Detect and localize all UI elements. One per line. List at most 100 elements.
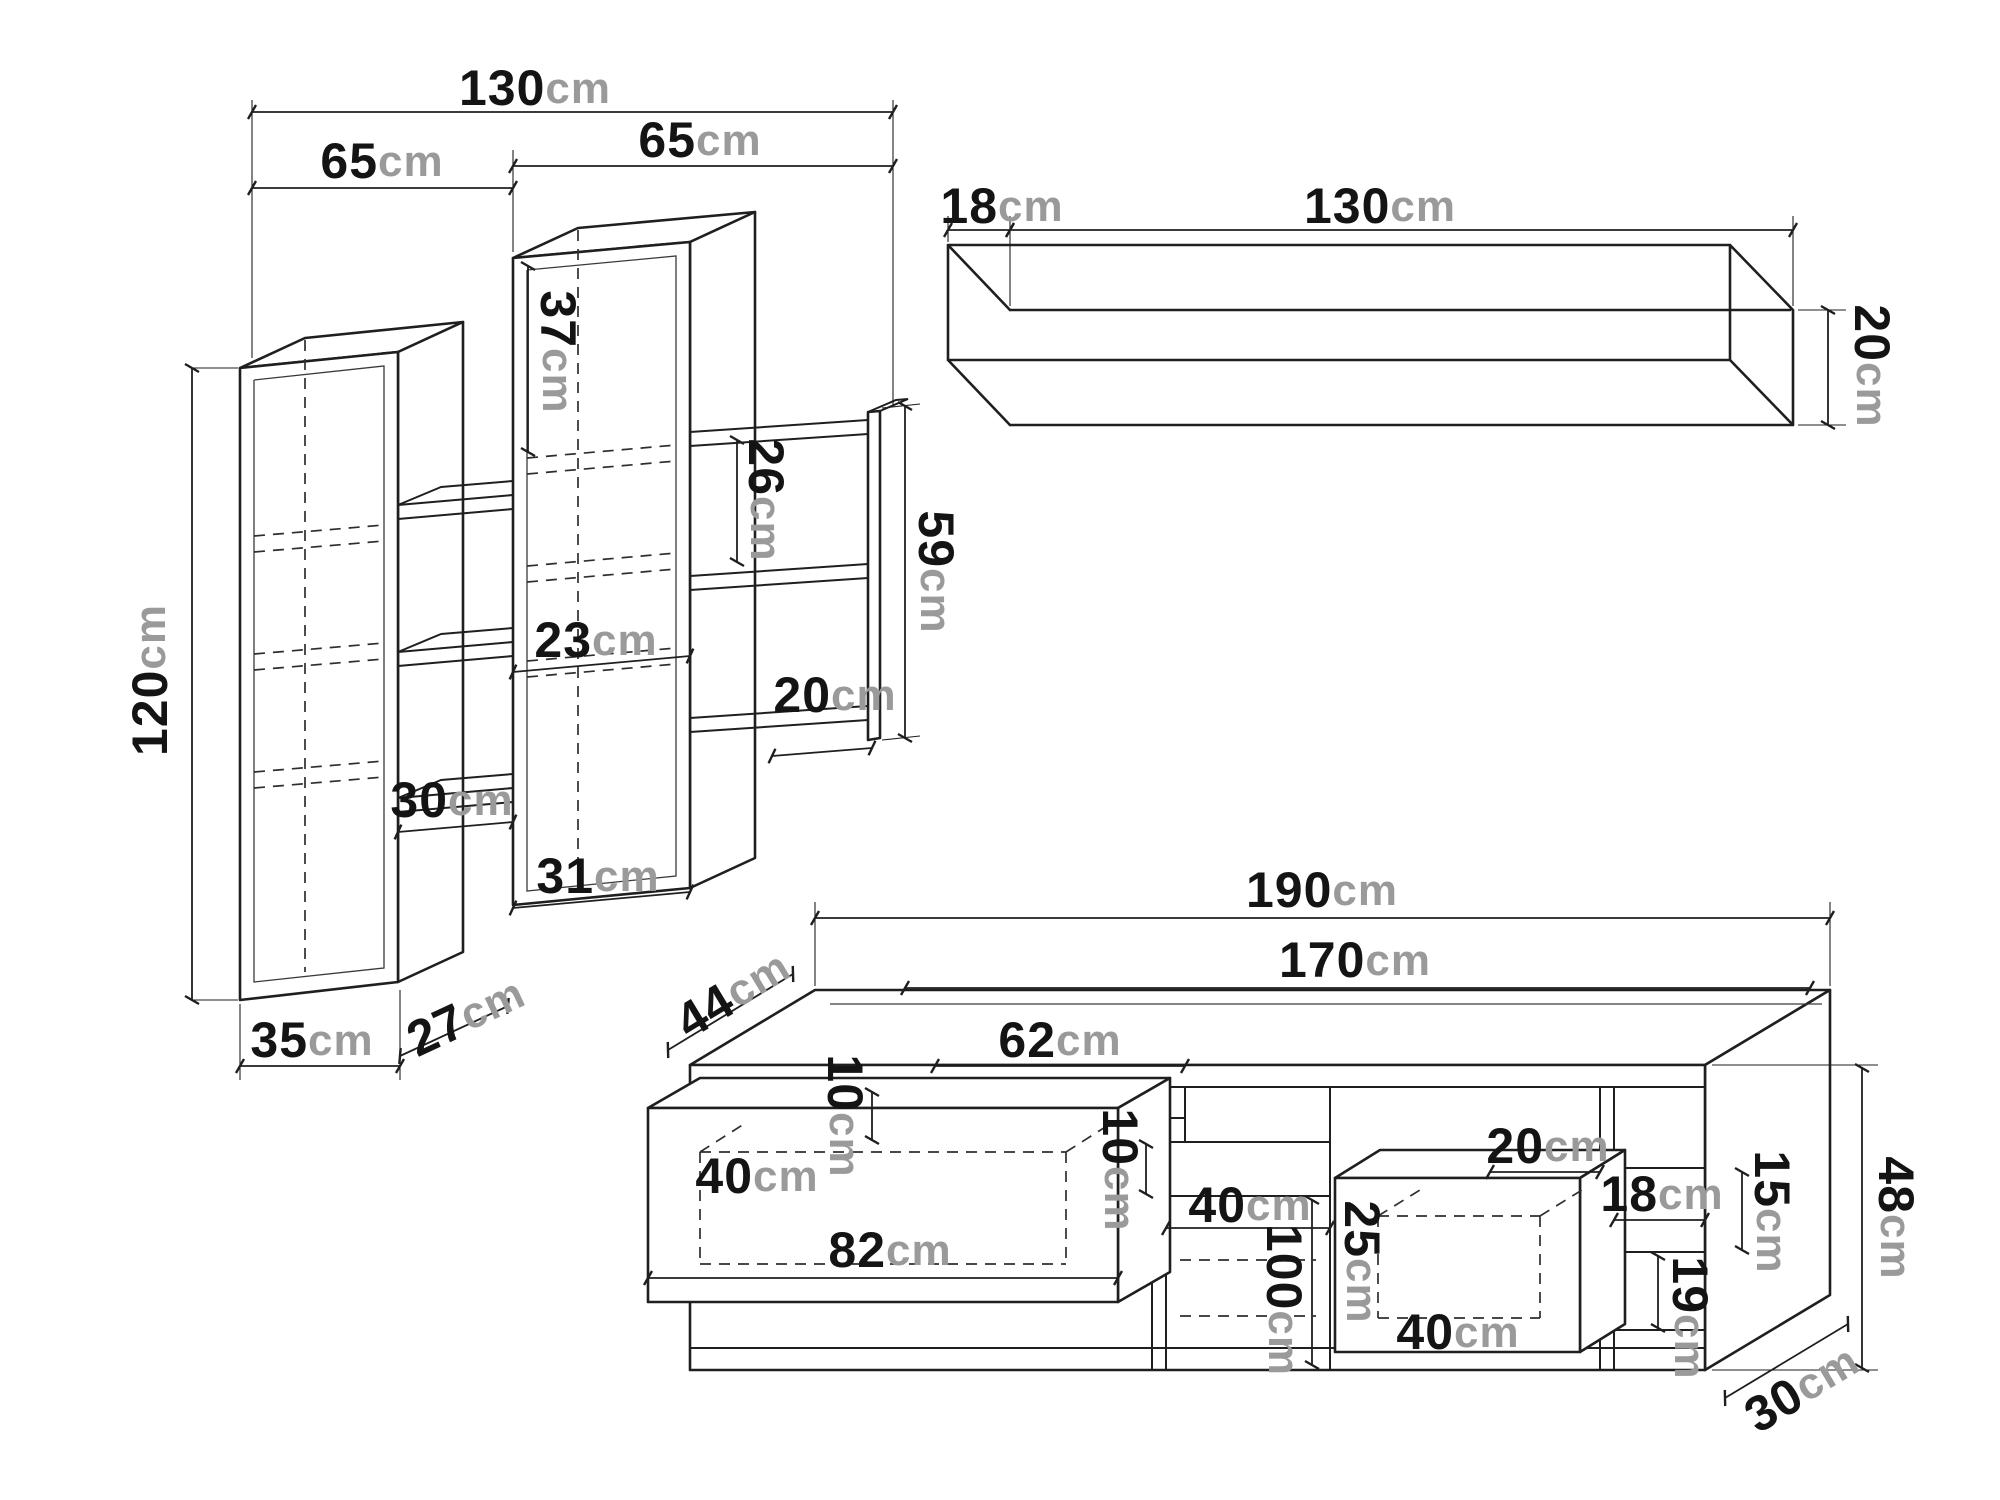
side-shelf-3 xyxy=(689,705,869,733)
dim-value: 26 xyxy=(738,438,794,496)
dim-unit: cm xyxy=(753,1152,819,1201)
tv-stand-drawing xyxy=(646,988,1832,1372)
dim-tv-top-niche-height: 10cm xyxy=(817,1054,873,1177)
dim-unit: cm xyxy=(1544,1122,1610,1171)
dim-shelving-side-shelf-spacing: 26cm xyxy=(738,438,794,561)
dim-shelving-right-top-section: 37cm xyxy=(530,290,586,413)
dim-unit: cm xyxy=(1332,866,1398,915)
dim-value: 48 xyxy=(1868,1156,1924,1214)
dim-value: 37 xyxy=(530,290,586,348)
dim-value: 62 xyxy=(998,1012,1056,1068)
dim-unit: cm xyxy=(1390,182,1456,231)
tv-right-drawer xyxy=(1333,1148,1627,1354)
dim-tv-base-depth: 30cm xyxy=(1735,1332,1869,1443)
dim-unit: cm xyxy=(378,137,444,186)
dim-shelving-left-unit-width: 65cm xyxy=(320,133,443,189)
dim-unit: cm xyxy=(1338,1258,1387,1324)
dim-value: 40 xyxy=(695,1148,753,1204)
dim-shelving-lower-shelf-width: 30cm xyxy=(390,772,513,828)
dim-tv-top-width: 170cm xyxy=(1279,932,1431,988)
dim-unit: cm xyxy=(308,1016,374,1065)
dim-value: 25 xyxy=(1334,1200,1390,1258)
dim-unit: cm xyxy=(534,348,583,414)
dim-unit: cm xyxy=(448,776,514,825)
dim-unit: cm xyxy=(1872,1214,1921,1280)
side-panel xyxy=(866,409,882,742)
side-shelf-1 xyxy=(689,419,869,447)
wall-shelf-body xyxy=(946,243,1795,427)
shelving-unit-drawing xyxy=(238,210,909,1002)
dim-tv-left-drawer-height: 40cm xyxy=(695,1148,818,1204)
dimension-lines xyxy=(184,100,1878,1407)
side-shelf-2 xyxy=(689,563,869,591)
dim-value: 40 xyxy=(1188,1177,1246,1233)
dim-shelving-left-unit-bottom-width: 35cm xyxy=(250,1012,373,1068)
dimension-labels: 130cm 65cm 65cm 37cm 120cm 26cm 59cm 20c… xyxy=(122,60,1924,1444)
dim-tv-right-niche-width: 20cm xyxy=(1486,1118,1609,1174)
dim-value: 40 xyxy=(1396,1304,1454,1360)
dim-value: 35 xyxy=(250,1012,308,1068)
dim-wall-shelf-height: 20cm xyxy=(1844,304,1900,427)
dim-tv-total-height: 48cm xyxy=(1868,1156,1924,1279)
dim-shelving-right-unit-bottom-width: 31cm xyxy=(536,848,659,904)
dim-value: 30 xyxy=(390,772,448,828)
dim-tv-middle-niche-width: 40cm xyxy=(1188,1177,1311,1233)
dim-value: 120 xyxy=(122,670,178,756)
dim-value: 130 xyxy=(459,60,545,116)
dim-tv-right-upper-height: 15cm xyxy=(1744,1150,1800,1273)
dim-unit: cm xyxy=(912,568,961,634)
dim-unit: cm xyxy=(742,496,791,562)
dim-tv-inner-depth: 100cm xyxy=(1256,1224,1312,1376)
dim-unit: cm xyxy=(594,852,660,901)
connector-shelf-bottom xyxy=(397,773,514,813)
dim-unit: cm xyxy=(998,182,1064,231)
dim-tv-middle-gap-height: 10cm xyxy=(1092,1108,1148,1231)
dim-unit: cm xyxy=(1096,1166,1145,1232)
dim-value: 100 xyxy=(1256,1224,1312,1310)
dim-value: 18 xyxy=(1600,1166,1658,1222)
dim-unit: cm xyxy=(1658,1170,1724,1219)
dim-unit: cm xyxy=(592,616,658,665)
dim-shelving-side-shelf-width: 20cm xyxy=(773,667,896,723)
wall-shelf-drawing xyxy=(946,243,1795,427)
dim-value: 20 xyxy=(773,667,831,723)
dim-tv-right-drawer-height: 25cm xyxy=(1334,1200,1390,1323)
dim-value: 65 xyxy=(320,133,378,189)
dim-value: 20 xyxy=(1844,304,1900,362)
dim-unit: cm xyxy=(1748,1208,1797,1274)
dim-unit: cm xyxy=(1365,936,1431,985)
dim-tv-top-niche-width: 62cm xyxy=(998,1012,1121,1068)
dim-value: 10 xyxy=(817,1054,873,1112)
left-cabinet-front-face xyxy=(238,350,400,1002)
dim-wall-shelf-depth: 18cm xyxy=(940,178,1063,234)
dim-value: 31 xyxy=(536,848,594,904)
dim-value: 23 xyxy=(534,612,592,668)
dim-unit: cm xyxy=(1666,1314,1715,1380)
dim-wall-shelf-length: 130cm xyxy=(1304,178,1456,234)
dim-value: 19 xyxy=(1662,1256,1718,1314)
dim-unit: cm xyxy=(1260,1310,1309,1376)
dim-tv-right-inner-width: 18cm xyxy=(1600,1166,1723,1222)
dim-value: 18 xyxy=(940,178,998,234)
dim-unit: cm xyxy=(886,1226,952,1275)
dim-value: 170 xyxy=(1279,932,1365,988)
connector-shelf-middle xyxy=(397,627,514,667)
dim-shelving-right-unit-width: 65cm xyxy=(638,112,761,168)
dim-shelving-left-unit-height: 120cm xyxy=(122,604,178,756)
dim-unit: cm xyxy=(545,64,611,113)
dim-value: 20 xyxy=(1486,1118,1544,1174)
dim-tv-right-drawer-width: 40cm xyxy=(1396,1304,1519,1360)
dim-unit: cm xyxy=(696,116,762,165)
dim-unit: cm xyxy=(1848,362,1897,428)
dim-value: 59 xyxy=(908,510,964,568)
dim-shelving-middle-shelf-width: 23cm xyxy=(534,612,657,668)
dim-unit: cm xyxy=(1056,1016,1122,1065)
dim-unit: cm xyxy=(831,671,897,720)
dim-value: 190 xyxy=(1246,862,1332,918)
dim-unit: cm xyxy=(126,604,175,670)
dim-value: 65 xyxy=(638,112,696,168)
dim-value: 82 xyxy=(828,1222,886,1278)
dim-shelving-left-unit-depth: 27cm xyxy=(398,965,533,1068)
